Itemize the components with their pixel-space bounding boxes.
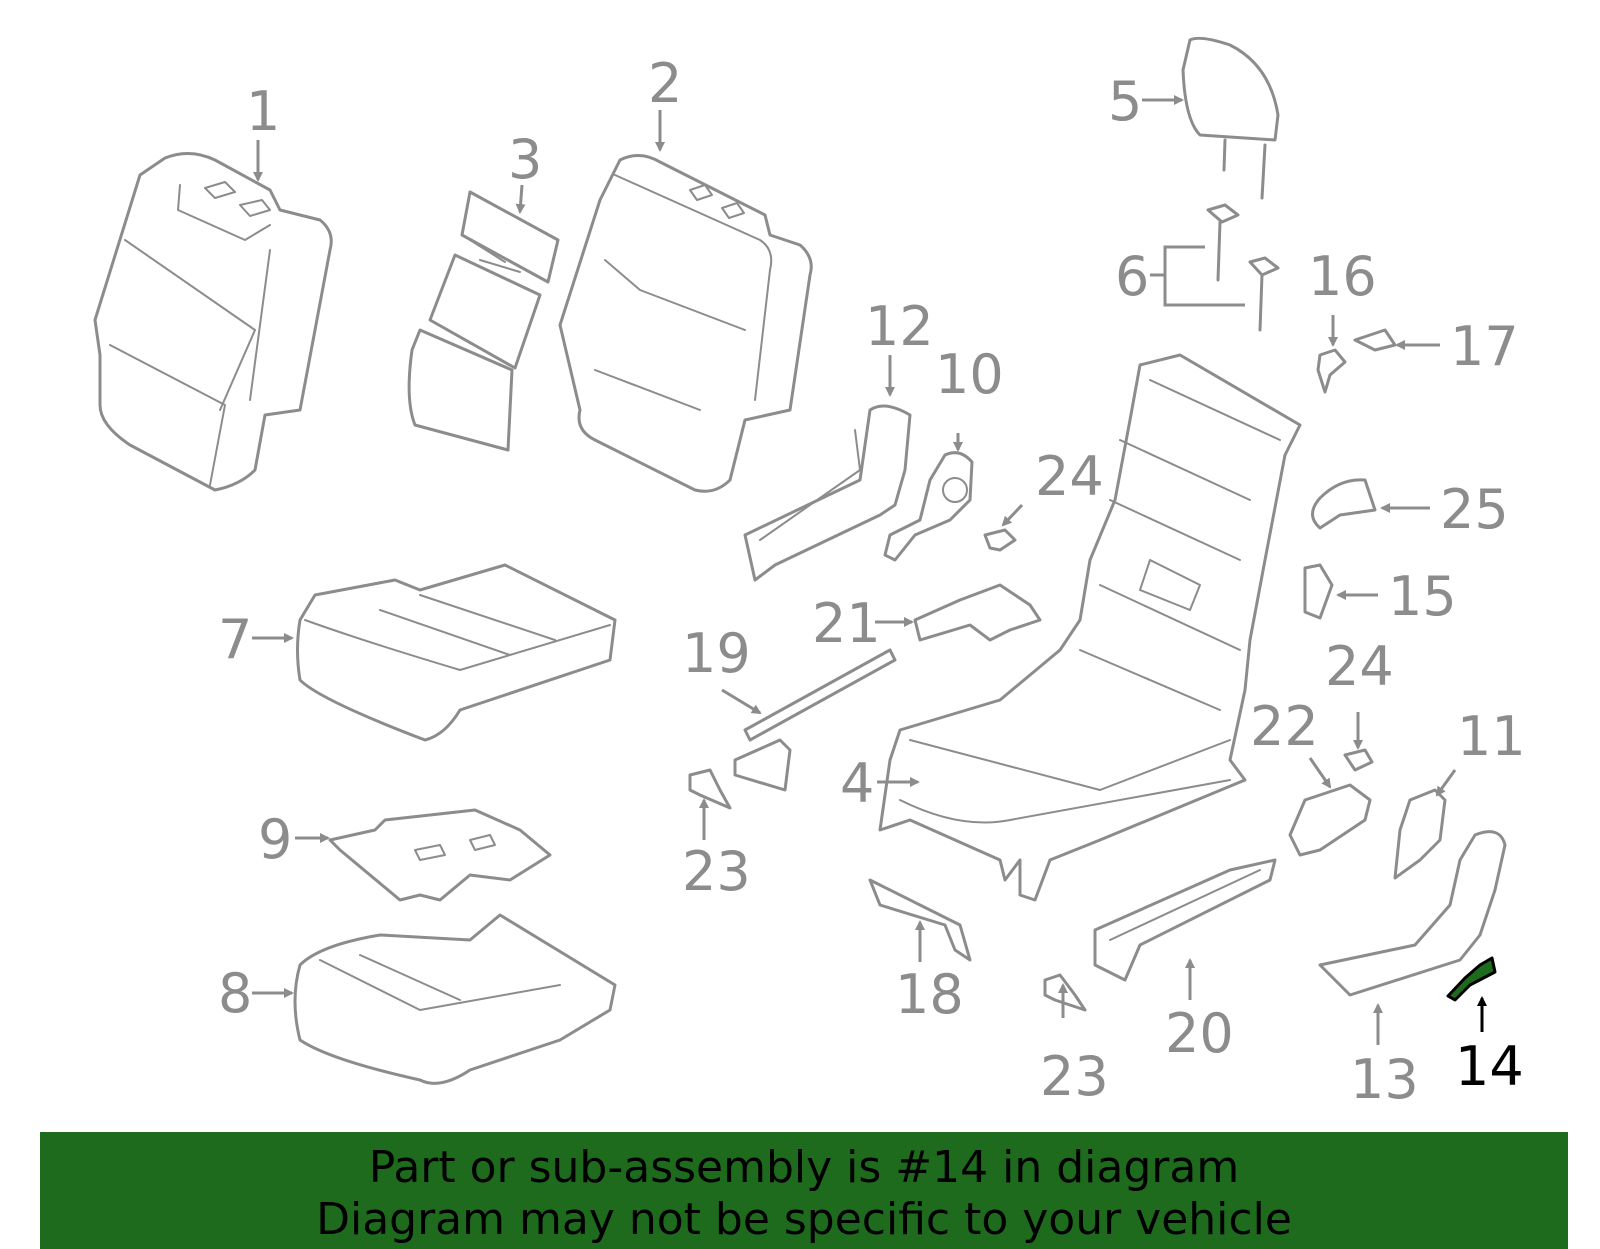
callout-8: 8: [218, 962, 252, 1025]
callout-19: 19: [682, 622, 751, 685]
part-20-rail-cover: [1093, 858, 1277, 982]
part-22-cover: [1288, 783, 1372, 857]
callout-24-upper: 24: [1035, 445, 1104, 508]
callout-23-left: 23: [682, 840, 751, 903]
part-23-clip-left: [688, 768, 732, 810]
part-3-panel: [407, 190, 560, 452]
part-12-trim: [743, 404, 912, 582]
callout-12: 12: [865, 295, 934, 358]
part-24-clip-lower: [1343, 748, 1374, 772]
callout-labels: 1 2 3 5 6 12 10 16 17 24 25 15 7 21 19 2…: [218, 52, 1526, 1111]
callout-17: 17: [1450, 315, 1519, 378]
callout-7: 7: [218, 608, 252, 671]
callout-23-right: 23: [1040, 1045, 1109, 1108]
part-8-cushion-frame: [293, 913, 617, 1085]
callout-4: 4: [840, 752, 874, 815]
part-11-bracket: [1393, 788, 1447, 880]
callout-18: 18: [895, 963, 964, 1026]
callout-20: 20: [1165, 1002, 1234, 1065]
banner-line-1: Part or sub-assembly is #14 in diagram: [368, 1142, 1240, 1193]
callout-9: 9: [258, 808, 292, 871]
part-25-trim: [1311, 478, 1377, 530]
callout-16: 16: [1308, 245, 1377, 308]
part-4-seat-frame: [878, 353, 1302, 902]
part-9-pad: [328, 808, 552, 902]
leader-lines: [252, 95, 1487, 1045]
callout-2: 2: [648, 52, 682, 115]
part-2-seatback-trim: [558, 154, 813, 493]
banner-line-2: Diagram may not be specific to your vehi…: [316, 1194, 1292, 1245]
callout-22: 22: [1250, 695, 1319, 758]
part-19-cable: [733, 648, 897, 792]
callout-24-lower: 24: [1325, 635, 1394, 698]
callout-3: 3: [508, 128, 542, 191]
part-14-highlighted: [1446, 956, 1497, 1002]
part-7-cushion: [296, 563, 617, 742]
part-15-bracket: [1303, 563, 1334, 620]
part-16-clip: [1316, 348, 1347, 394]
part-18-trim: [868, 878, 972, 962]
part-6-headrest-guides: [1206, 203, 1280, 332]
part-5-headrest: [1181, 36, 1280, 200]
callout-6: 6: [1115, 245, 1149, 308]
callout-15: 15: [1388, 565, 1457, 628]
part-24-clip-upper: [983, 528, 1017, 552]
callout-14-highlighted: 14: [1455, 1035, 1524, 1098]
callout-21: 21: [812, 592, 881, 655]
part-10-recliner: [883, 451, 974, 562]
part-21-bracket: [913, 583, 1042, 642]
callout-13: 13: [1350, 1048, 1419, 1111]
part-23-clip-right: [1043, 973, 1087, 1012]
info-banner: Part or sub-assembly is #14 in diagram D…: [40, 1132, 1568, 1249]
callout-25: 25: [1440, 478, 1509, 541]
callout-11: 11: [1457, 705, 1526, 768]
callout-5: 5: [1108, 70, 1142, 133]
part-13-shield: [1318, 830, 1507, 997]
callout-1: 1: [246, 80, 280, 143]
part-17-clip: [1353, 328, 1397, 352]
part-1-seatback-cover: [93, 152, 333, 492]
callout-10: 10: [935, 343, 1004, 406]
